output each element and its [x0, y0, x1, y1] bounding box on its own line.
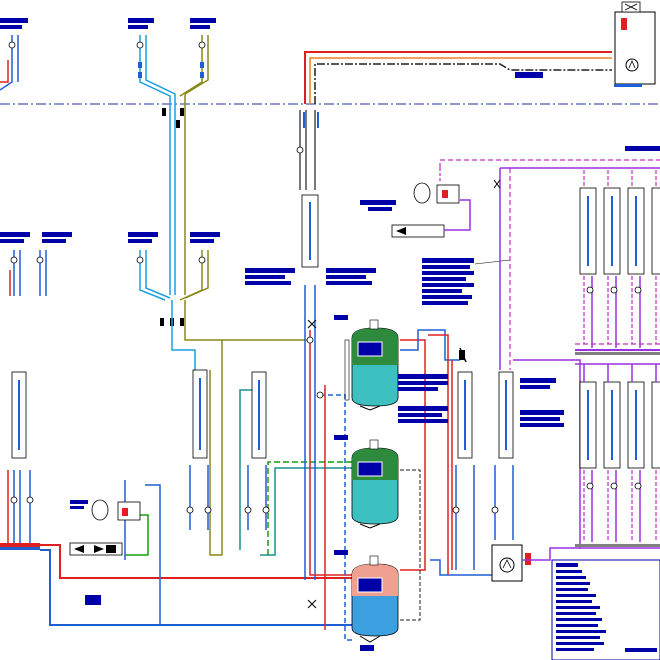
purple-header-top [439, 159, 660, 168]
green-loop [125, 514, 149, 556]
pump-icon [26, 496, 34, 504]
valve-icon [307, 319, 317, 329]
spec-note-block [422, 258, 511, 305]
pump-icon [198, 41, 206, 49]
green-dashed [267, 461, 355, 555]
radiator-icon [651, 381, 660, 469]
pump-icon [8, 41, 16, 49]
riser-cold-lower [171, 300, 196, 370]
radiator-bank-bottom [575, 363, 660, 547]
expansion-vessel-icon [413, 182, 431, 204]
pump-icon [586, 482, 594, 490]
expansion-assembly-top [360, 168, 471, 238]
pump-icon [610, 482, 618, 490]
boiler-cabinet [614, 1, 656, 87]
exchanger-column-d [491, 371, 564, 540]
pump-icon [186, 506, 194, 514]
note-box [625, 146, 660, 151]
note-box [85, 595, 101, 605]
note-box [398, 387, 438, 391]
main-supply-pipe-2 [309, 57, 612, 104]
return-branch [145, 484, 161, 625]
radiator-bank-top [575, 170, 660, 355]
expansion-vessel-icon [91, 499, 109, 521]
riser-olive-lower [184, 300, 310, 341]
legend-block [551, 559, 660, 660]
note-box [398, 406, 448, 411]
exchanger-column-b [244, 371, 270, 530]
note-box [398, 419, 448, 423]
exchanger-column-c [451, 360, 475, 570]
pump-icon [136, 41, 144, 49]
pump-icon [10, 496, 18, 504]
radiator-group-top-1 [0, 18, 216, 130]
tank-right-dark [400, 469, 421, 621]
pump-icon [36, 256, 44, 264]
tank-loop [430, 559, 495, 576]
pump-icon [136, 256, 144, 264]
tank-right-supply [400, 339, 426, 571]
note-box [398, 374, 448, 379]
pump-icon [634, 482, 642, 490]
note-box [398, 381, 448, 385]
pump-icon [306, 336, 314, 344]
olive-down [209, 340, 223, 556]
bottom-supply-main [40, 544, 355, 579]
pump-icon [610, 286, 618, 294]
left-heating-unit [0, 371, 40, 550]
pump-icon [634, 286, 642, 294]
storage-tank-3 [351, 555, 399, 651]
main-supply-pipe [304, 51, 612, 104]
central-riser [245, 110, 376, 641]
valve-icon [493, 179, 501, 189]
teal-pipe-2 [260, 467, 355, 556]
boiler-bottom [491, 544, 580, 582]
storage-tank-1 [344, 319, 399, 411]
boiler-alarm-icon [621, 18, 627, 30]
pump-icon [10, 256, 18, 264]
pump-icon [244, 506, 252, 514]
pump-icon [198, 256, 206, 264]
expansion-assembly-left [69, 499, 141, 556]
boiler-icon [499, 557, 515, 573]
valve-icon [307, 599, 317, 609]
sensor-icon [459, 350, 465, 360]
pump-icon [204, 506, 212, 514]
valve-markers [307, 179, 501, 609]
storage-tank-2 [351, 439, 399, 529]
bottom-return-main [40, 549, 355, 626]
note-box [515, 72, 543, 78]
pump-icon [452, 506, 460, 514]
red-loop-right [428, 334, 449, 575]
riser-cold [169, 130, 176, 295]
pump-icon [491, 506, 499, 514]
exchanger-column-a [186, 369, 212, 530]
pump-icon [586, 286, 594, 294]
radiator-icon [651, 187, 660, 275]
pump-icon [296, 146, 304, 154]
pump-icon [316, 391, 324, 399]
main-return-pipe [314, 63, 612, 104]
radiator-group-mid [0, 232, 220, 326]
note-box [398, 413, 442, 417]
pump-icon [262, 506, 270, 514]
